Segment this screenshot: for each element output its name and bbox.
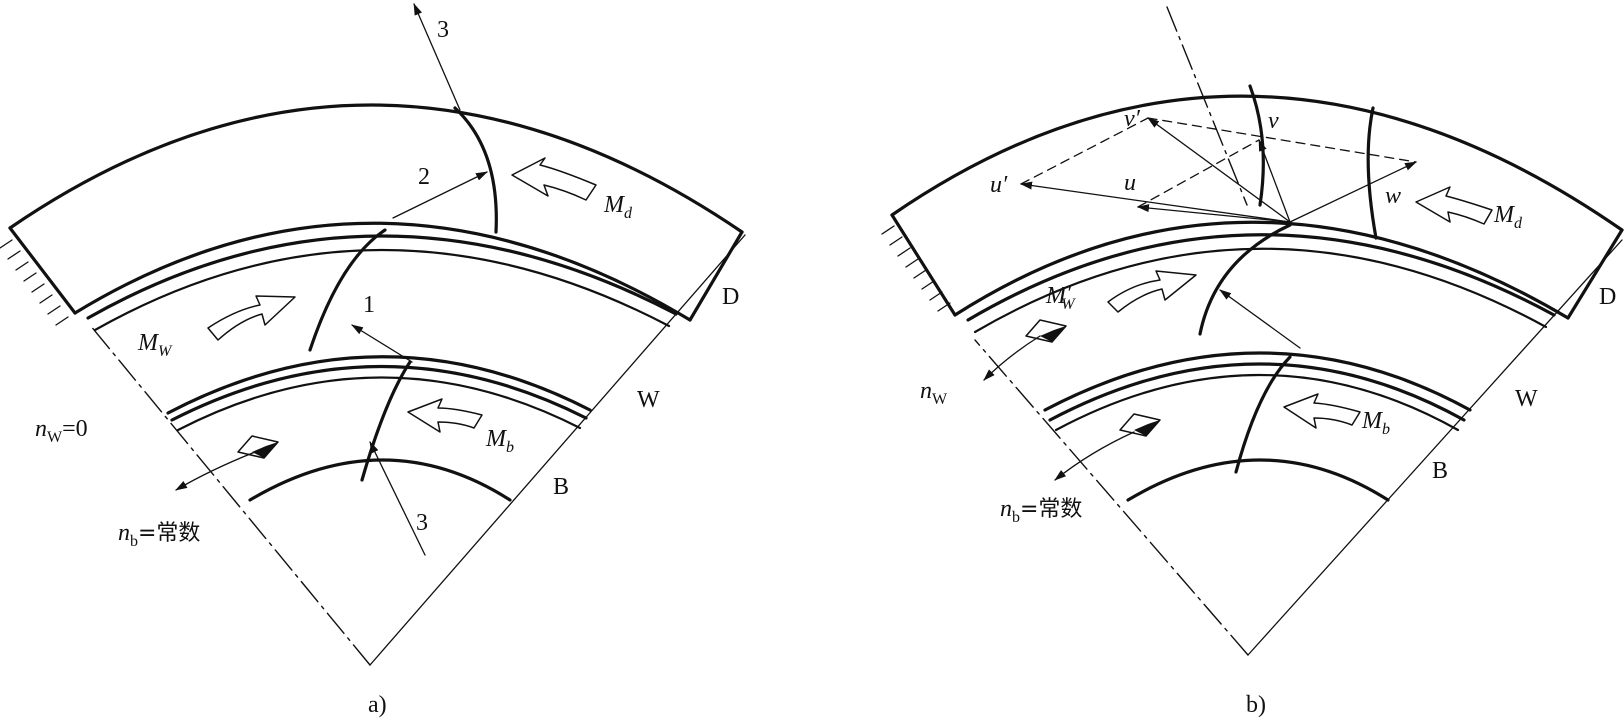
panel-b-label-w: w xyxy=(1385,183,1401,209)
panel-b-caption: b) xyxy=(1246,692,1266,718)
panel-a-caption: a) xyxy=(368,692,387,718)
panel-b-pump-outer-arc-2 xyxy=(1054,374,1460,432)
panel-b-turbine-inner-arc xyxy=(1043,351,1472,412)
panel-b-vector-w xyxy=(1289,161,1417,223)
panel-b-vane-symbol-b-fill xyxy=(1134,420,1160,436)
panel-a-label-stream-2: 2 xyxy=(418,164,430,190)
panel-a-pump-inner-arc xyxy=(248,458,512,502)
panel-b-speed-label-b: nb=常数 xyxy=(1000,496,1082,526)
panel-a-label-stream-3-in: 3 xyxy=(416,510,428,536)
panel-b-torque-arrow-w xyxy=(1107,270,1197,313)
panel-a-ground-hatch xyxy=(0,239,69,326)
panel-b-stator-inner-arc xyxy=(953,220,1570,320)
panel-b-dash-u-to-v xyxy=(1137,139,1260,208)
panel-b-upper-axis xyxy=(1166,6,1248,206)
panel-b-torque-arrow-d xyxy=(1415,186,1493,225)
panel-a-turbine-outer-arc-2 xyxy=(93,248,671,332)
panel-b-label-v: v xyxy=(1268,108,1279,134)
panel-b-vector-u-prime xyxy=(1020,181,1291,223)
panel-a-turbine-blade xyxy=(308,228,387,352)
panel-a-torque-arrow-d xyxy=(511,157,597,201)
panel-a-torque-label-d: Md xyxy=(603,192,633,222)
panel-a-flow-arrow-1 xyxy=(351,324,413,363)
panel-a: 3 2 1 3 D W B Md MW Mb nW=0 nb=常数 a) xyxy=(0,3,746,718)
panel-b-label-B: B xyxy=(1432,458,1448,484)
panel-b-vector-v-prime xyxy=(1147,117,1291,223)
panel-b-turbine-blade xyxy=(1198,223,1292,336)
panel-b-speed-arrow-w xyxy=(983,335,1041,381)
panel-b-torque-arrow-b xyxy=(1283,393,1361,429)
panel-b-stator-right-edge xyxy=(1566,228,1624,320)
panel-a-flow-arrow-3-out xyxy=(413,3,461,111)
panel-a-speed-arrow xyxy=(175,451,256,491)
panel-b-torque-label-b: Mb xyxy=(1361,408,1390,438)
panel-b-vane-symbol-w-fill xyxy=(1040,326,1066,342)
panel-b-pump-inner-arc xyxy=(1126,458,1390,502)
panel-a-pump-outer-arc-1 xyxy=(170,364,588,422)
panel-b-speed-arrow-b xyxy=(1054,431,1135,481)
panel-b-label-u-prime: u′ xyxy=(990,172,1008,198)
panel-a-stator-blade xyxy=(453,106,498,234)
panel-a-flow-arrow-3-in xyxy=(369,441,426,556)
panel-b: v v′ u u′ w D W B Md M′W Mb nW nb=常数 b) xyxy=(881,6,1624,718)
panel-b-label-W: W xyxy=(1515,386,1538,412)
panel-a-left-axis xyxy=(89,324,371,666)
panel-a-label-stream-3-out: 3 xyxy=(437,17,449,43)
panel-a-stator-outer-arc xyxy=(8,103,744,234)
panel-b-right-boundary xyxy=(1247,239,1623,656)
panel-b-torque-label-d: Md xyxy=(1493,202,1523,232)
panel-b-vector-v xyxy=(1258,139,1291,223)
panel-b-label-v-prime: v′ xyxy=(1124,106,1141,132)
panel-a-stator-inner-arc xyxy=(73,221,692,322)
panel-b-label-D: D xyxy=(1599,284,1616,310)
panel-a-turbine-inner-arc xyxy=(166,355,592,415)
panel-a-right-boundary xyxy=(369,234,746,666)
panel-b-turbine-outer-arc-1 xyxy=(966,233,1556,322)
panel-a-label-D: D xyxy=(722,284,739,310)
panel-a-label-stream-1: 1 xyxy=(363,292,375,318)
panel-b-torque-label-w: M′W xyxy=(1045,281,1076,313)
panel-a-speed-label-b: nb=常数 xyxy=(118,520,200,550)
panel-a-speed-label-w: nW=0 xyxy=(35,416,88,446)
panel-a-torque-label-w: MW xyxy=(137,330,173,360)
panel-a-stator-right-edge xyxy=(688,230,744,322)
panel-a-label-W: W xyxy=(637,387,660,413)
panel-b-inflow-arrow xyxy=(1219,289,1301,349)
panel-a-flow-arrow-2 xyxy=(392,171,488,219)
panel-a-pump-blade xyxy=(360,360,412,482)
panel-b-dash-v-prime-to-w xyxy=(1147,117,1417,163)
panel-b-label-u: u xyxy=(1124,170,1136,196)
panel-b-pump-blade xyxy=(1234,355,1292,474)
panel-b-turbine-outer-arc-2 xyxy=(973,247,1548,334)
panel-b-speed-label-w: nW xyxy=(920,378,948,408)
panel-a-torque-arrow-w xyxy=(207,295,296,341)
panel-a-torque-arrow-b xyxy=(407,398,483,433)
panel-a-vane-symbol-fill xyxy=(252,442,278,458)
panel-b-vector-u xyxy=(1137,204,1291,223)
panel-b-stator-left-edge xyxy=(890,213,957,317)
panel-b-ground-hatch xyxy=(881,225,951,312)
panel-a-stator-left-edge xyxy=(8,226,77,315)
panel-b-dash-u-prime-to-v-prime xyxy=(1020,117,1149,185)
panel-b-pump-outer-arc-1 xyxy=(1048,362,1466,422)
panel-b-left-axis xyxy=(974,339,1249,656)
panel-a-label-B: B xyxy=(553,474,569,500)
panel-b-stator-blade-right xyxy=(1366,106,1378,240)
panel-a-torque-label-b: Mb xyxy=(485,426,514,456)
panel-a-pump-outer-arc-2 xyxy=(176,376,582,432)
panel-a-turbine-outer-arc-1 xyxy=(86,234,678,320)
